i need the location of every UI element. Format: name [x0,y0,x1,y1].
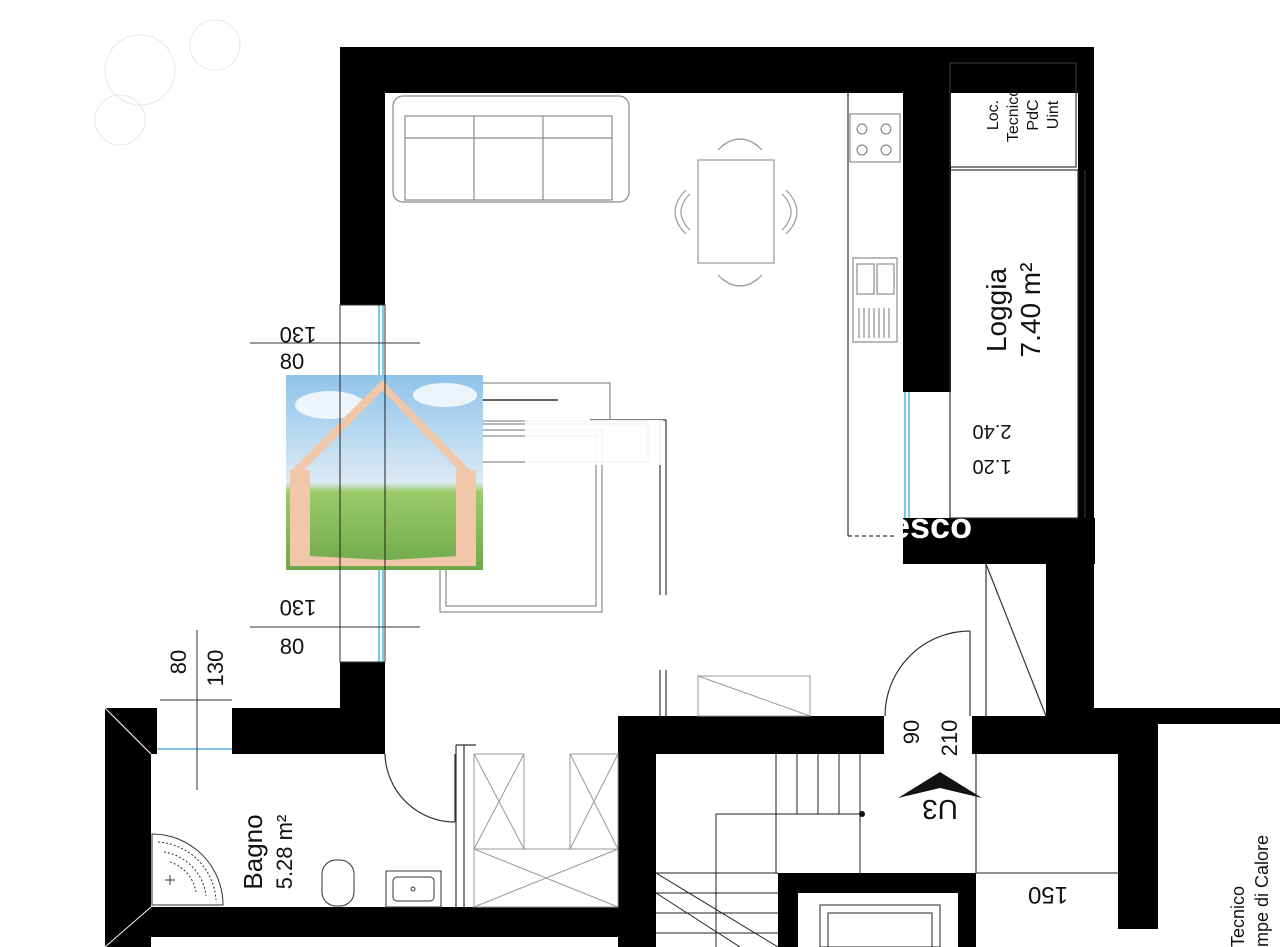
tecnico-side-line1: Tecnico [1228,886,1248,947]
dining-table [674,138,798,287]
windows [157,305,910,750]
loggia-name: Loggia [981,268,1012,353]
tecnico-side-line2: mpe di Calore [1252,835,1272,947]
loc-tecnico-line3: PdC [1025,99,1042,130]
dim-win-top-width: 80 [280,349,304,374]
sofa [392,95,630,203]
loggia-area: 7.40 m² [1015,263,1046,358]
background-trees [94,19,241,146]
loc-tecnico-line4: Uint [1045,100,1062,129]
dim-loggia-door-bottom: 1.20 [973,455,1012,477]
entrance-arrow-icon [898,772,982,798]
bathroom-fixtures [151,833,442,908]
dim-entry-door-height: 210 [937,720,962,757]
bagno-name: Bagno [238,814,268,889]
dimension-lines [160,342,420,790]
loc-tecnico-label: Loc. Tecnico PdC Uint [985,88,1062,142]
house-hands-logo [286,375,483,570]
dim-stair: 150 [1028,881,1068,908]
staircase [655,754,1118,947]
entrance-marker-label: U3 [922,794,958,825]
bagno-area: 5.28 m² [272,815,297,890]
kitchen [849,113,901,343]
loc-tecnico-line1: Loc. [985,100,1002,130]
dim-win-mid-height: 130 [280,595,317,620]
dim-win-mid-width: 80 [280,634,304,659]
loc-tecnico-line2: Tecnico [1005,88,1022,142]
dim-win-top-height: 130 [280,322,317,347]
dim-entry-door-width: 90 [899,720,924,744]
walls [105,47,1280,947]
bathroom-corner-lines [104,707,152,947]
doors [384,563,1047,823]
partitions [455,62,1086,907]
dim-loggia-door-top: 2.40 [973,420,1012,442]
dim-bath-win-width: 80 [166,650,191,674]
stair-landing-dot [859,811,865,817]
watermark-bar [525,420,663,465]
wardrobe [473,675,811,908]
dim-bath-win-height: 130 [203,650,228,687]
watermark-text: esco [890,505,972,546]
